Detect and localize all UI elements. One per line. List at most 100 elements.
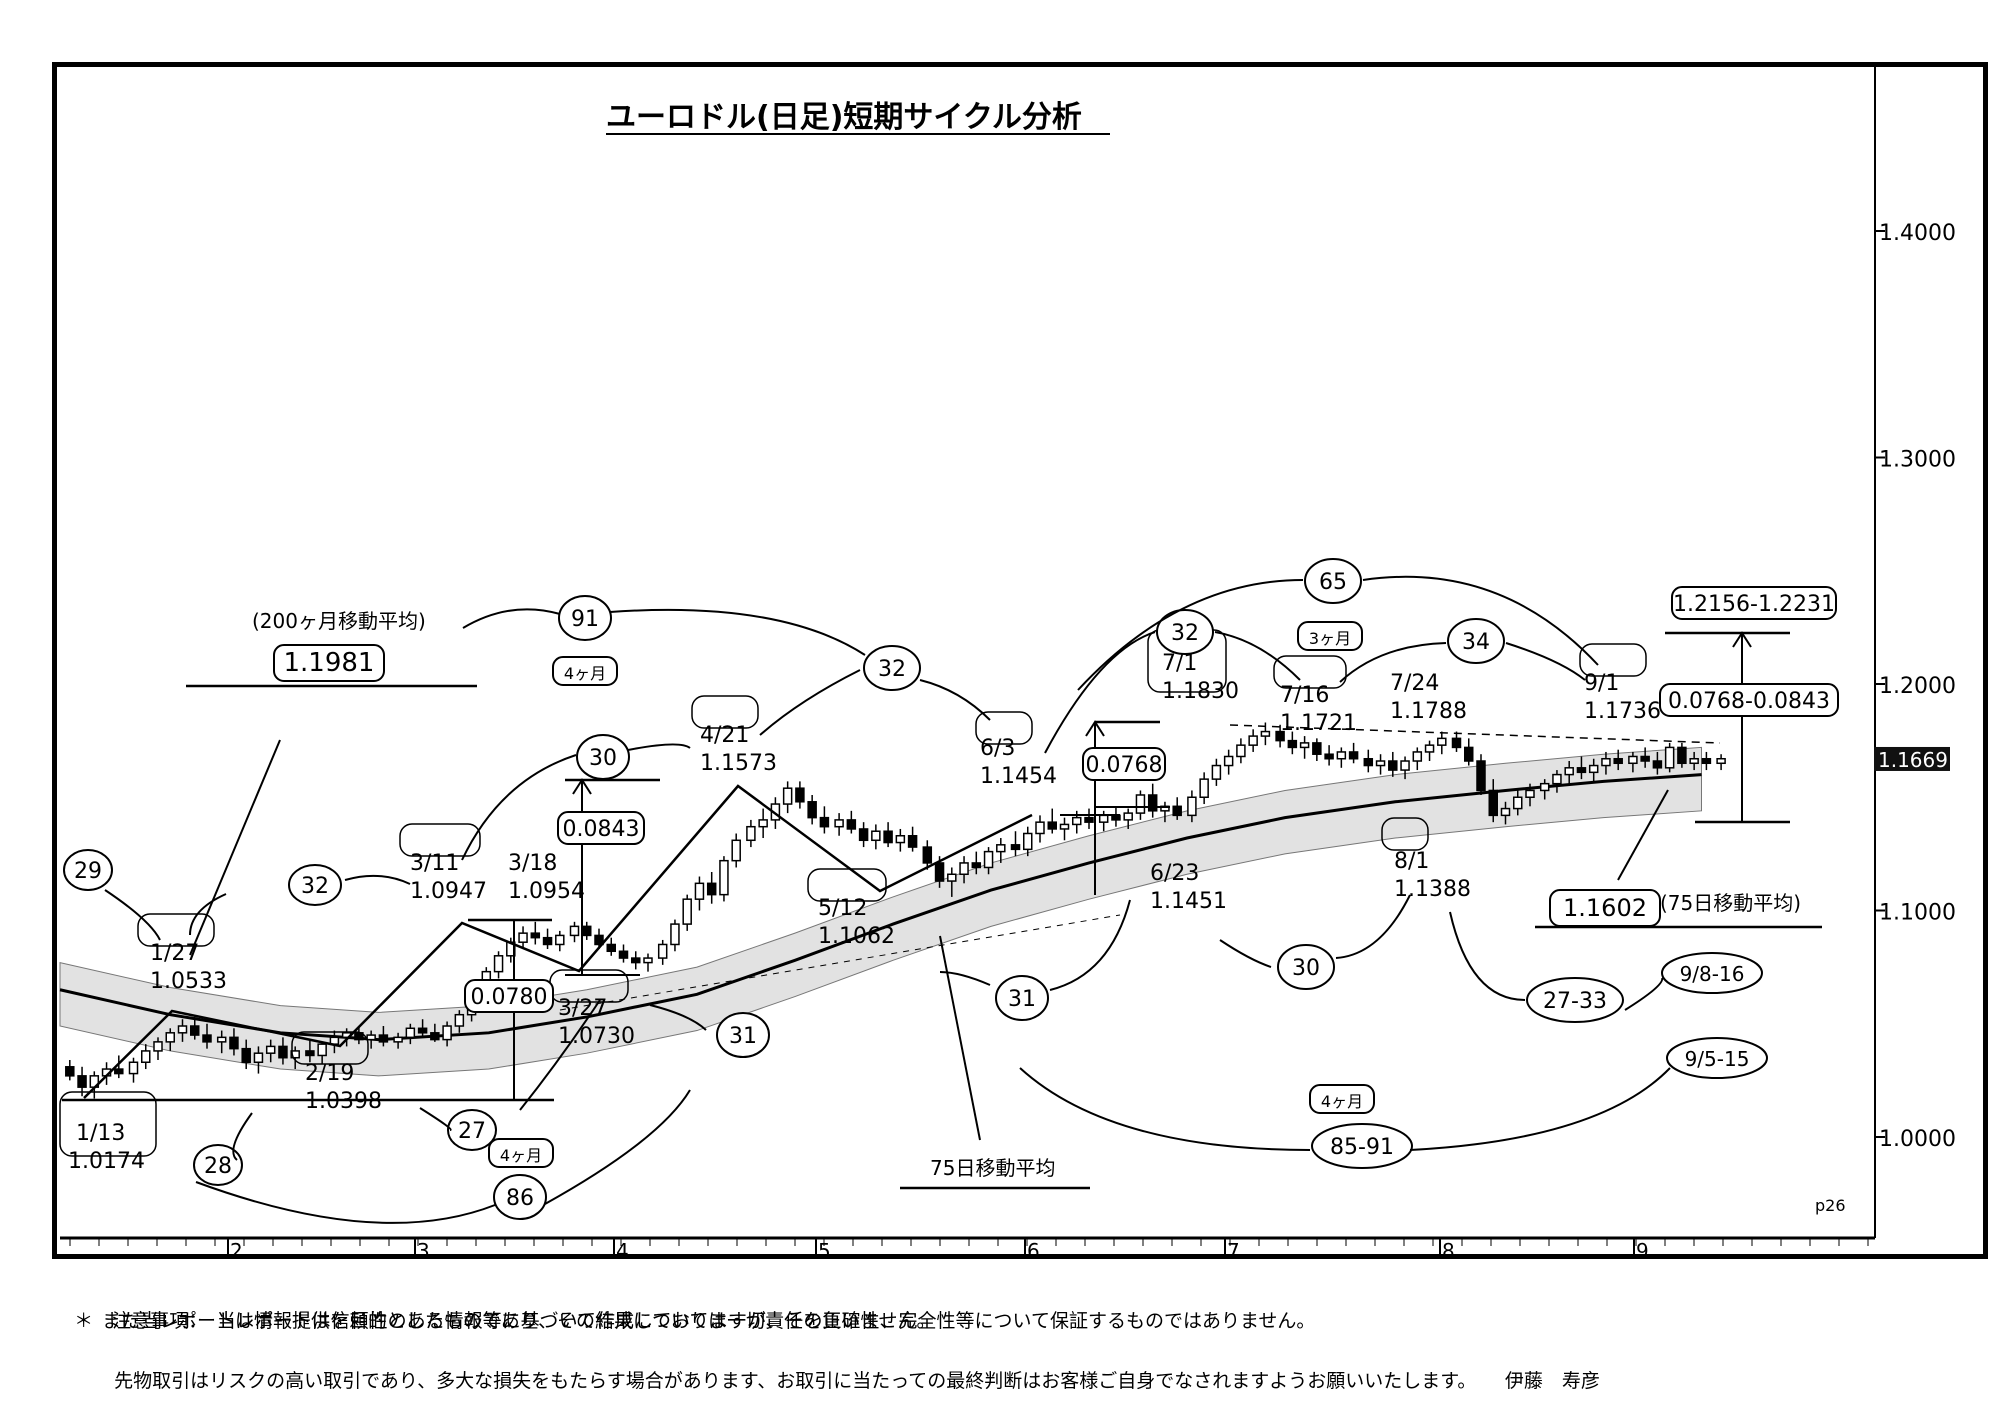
cycle-oval: [1526, 977, 1624, 1023]
pivot-3-27-price: 1.0730: [558, 1024, 635, 1049]
value-box: [552, 656, 618, 686]
pivot-9-1-date: 9/1: [1584, 671, 1619, 696]
range-0768-label: 0.0768: [1086, 753, 1163, 778]
candle-body: [606, 943, 616, 953]
candle-body: [1236, 744, 1246, 758]
candle-body: [65, 1066, 75, 1077]
cycle-count: 30: [1292, 956, 1320, 981]
candle-body: [657, 943, 668, 959]
candle-body: [1023, 832, 1033, 851]
cycle-count: 30: [589, 746, 617, 771]
candle-body: [795, 787, 805, 803]
cycle-forecast-1: 9/8-16: [1680, 962, 1745, 986]
pivot-7-16-date: 7/16: [1280, 683, 1329, 708]
candle-body: [265, 1045, 276, 1054]
cycle-arc: [919, 679, 991, 721]
x-tick-label: 3: [417, 1239, 430, 1263]
range-0843-label: 0.0843: [563, 817, 640, 842]
value-box: [464, 979, 554, 1013]
cycle-oval: [863, 645, 921, 691]
candle-body: [1172, 805, 1182, 817]
cycle-arc: [519, 999, 601, 1111]
ma75-value-pointer: [1617, 789, 1669, 881]
pivot-6-3-date: 6/3: [980, 736, 1015, 761]
candle-body: [1336, 751, 1347, 760]
disclaimer-line-3: 先物取引はリスクの高い取引であり、多大な損失をもたらす場合があります、お取引に当…: [102, 1336, 1600, 1396]
candle-body: [378, 1034, 389, 1043]
disclaimer-mark: ＊: [74, 1310, 94, 1332]
candle-body: [1451, 737, 1462, 749]
candle-body: [1464, 746, 1474, 762]
pivot-3-18-date: 3/18: [508, 851, 557, 876]
pivot-6-3-price: 1.1454: [980, 764, 1057, 789]
candle-body: [1135, 794, 1146, 814]
cycle-arc: [1362, 575, 1599, 666]
candle-body: [165, 1032, 175, 1043]
period-label: 4ヶ月: [564, 664, 606, 683]
candle-body: [542, 936, 553, 946]
x-tick-label: 8: [1442, 1239, 1455, 1263]
cycle-arc: [189, 893, 227, 936]
cycle-arc: [1077, 579, 1304, 691]
cycle-arc: [649, 1004, 707, 1031]
candle-body: [1047, 821, 1057, 830]
y-tick-label: 1.0000: [1879, 1127, 1956, 1152]
candle-body: [895, 835, 906, 844]
pivot-box: [1273, 655, 1347, 689]
candle-body: [305, 1050, 315, 1057]
candle-body: [530, 932, 541, 939]
cycle-arc: [1044, 631, 1156, 754]
candle-body: [1388, 760, 1398, 771]
x-tick-label: 2: [230, 1239, 243, 1263]
cycle-oval: [1311, 1123, 1413, 1169]
candle-body: [883, 830, 893, 844]
candle-body: [153, 1041, 163, 1052]
candle-body: [858, 828, 869, 842]
x-tick-label: 7: [1227, 1239, 1240, 1263]
candle-body: [1211, 764, 1222, 780]
cycle-arc: [939, 971, 991, 986]
candle-body: [1525, 789, 1535, 799]
candle-body: [1223, 755, 1234, 767]
cycle-oval: [447, 1109, 497, 1151]
pivot-7-1-price: 1.1830: [1162, 679, 1239, 704]
candle-body: [366, 1034, 376, 1041]
value-box: [1671, 586, 1837, 620]
pivot-3-11-date: 3/11: [410, 851, 459, 876]
resistance-dashed: [1229, 724, 1721, 744]
cycle-arc: [462, 608, 561, 629]
cycle-count: 86: [506, 1186, 534, 1211]
cycle-oval: [1277, 944, 1335, 990]
cycle-arc: [544, 1089, 691, 1205]
period-label: 4ヶ月: [1321, 1092, 1363, 1111]
candle-body: [1072, 816, 1082, 826]
candle-body: [1701, 757, 1712, 765]
pivot-box: [975, 711, 1033, 745]
pivot-3-18-price: 1.0954: [508, 879, 585, 904]
candle-body: [555, 934, 565, 946]
cycle-count: 34: [1462, 630, 1490, 655]
period-label: 3ヶ月: [1309, 629, 1351, 648]
pivot-7-24-price: 1.1788: [1390, 699, 1467, 724]
cycle-oval: [288, 864, 342, 906]
ma75-pointer: [939, 935, 981, 1141]
pivot-box: [59, 1091, 157, 1157]
candle-body: [1248, 735, 1258, 746]
candle-body: [1476, 760, 1486, 792]
cycle-oval: [995, 975, 1049, 1021]
candle-body: [1437, 737, 1447, 746]
disclaimer-author: 伊藤 寿彦: [1504, 1370, 1600, 1392]
cycle-count: 32: [301, 874, 329, 899]
pivot-8-1-price: 1.1388: [1394, 877, 1471, 902]
candle-body: [934, 862, 945, 882]
cycle-arc: [609, 608, 866, 656]
candle-body: [1400, 760, 1410, 771]
pivot-box: [807, 868, 887, 902]
value-box: [557, 811, 645, 845]
pivot-4-21-price: 1.1573: [700, 751, 777, 776]
chart-title: ユーロドル(日足)短期サイクル分析: [606, 100, 1082, 135]
cycle-count-range: 27-33: [1543, 989, 1607, 1014]
candle-body: [229, 1036, 239, 1050]
pivot-3-11-price: 1.0947: [410, 879, 487, 904]
